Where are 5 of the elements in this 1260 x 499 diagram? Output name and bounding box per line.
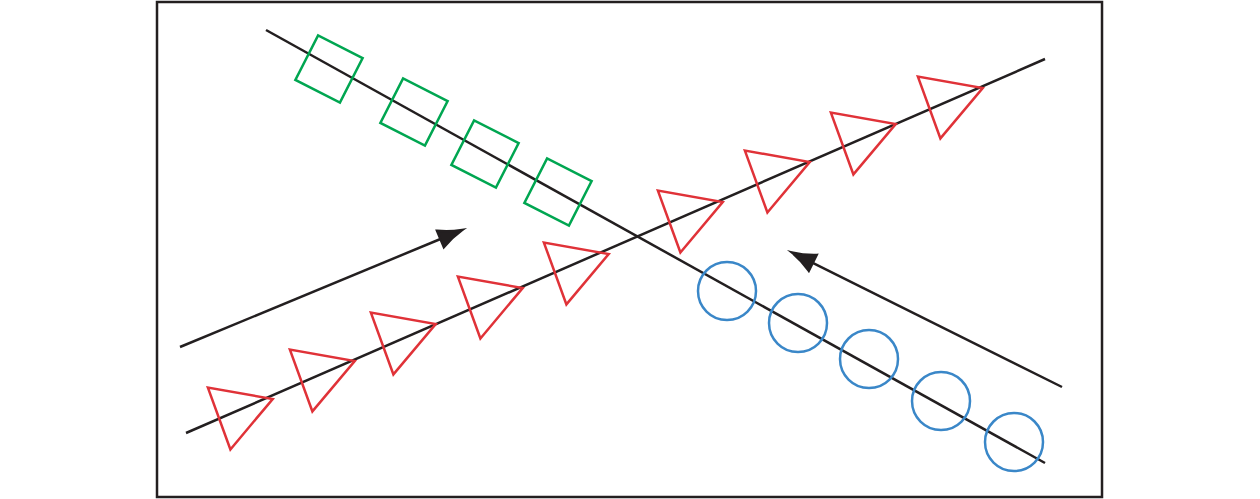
circle-marker <box>910 370 972 432</box>
circle-marker <box>767 292 829 354</box>
circle-marker <box>838 328 900 390</box>
circle-marker <box>696 260 758 322</box>
circle-marker <box>983 411 1045 473</box>
